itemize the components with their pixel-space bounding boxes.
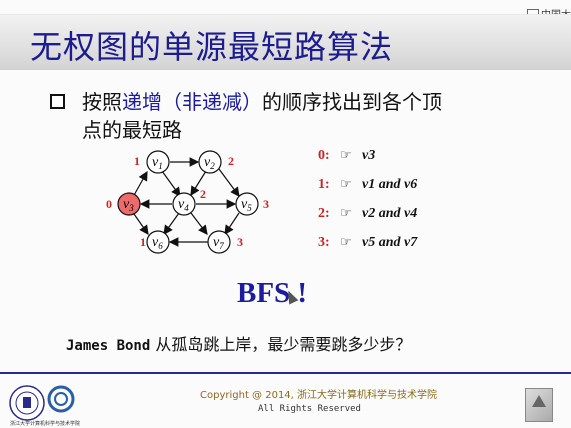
level-num: 2: <box>318 206 330 221</box>
edge-v5-v7 <box>224 212 240 235</box>
node-dist: 1 <box>134 154 140 168</box>
level-row: 1: ☞ v1 and v6 <box>318 177 417 206</box>
level-nodes: v5 and v7 <box>362 235 418 250</box>
bfs-heading: BFS ! <box>237 277 308 309</box>
edge-v3-v6 <box>133 213 149 235</box>
james-bond-question: James Bond 从孤岛跳上岸，最少需要跳多少步？ <box>66 331 411 355</box>
node-label: v3 <box>123 197 134 213</box>
copyright-text: Copyright @ 2014, 浙江大学计算机科学与技术学院 <box>200 390 438 401</box>
bullet-square-icon <box>50 94 65 109</box>
level-nodes: v2 and v4 <box>362 206 418 221</box>
node-label: v4 <box>178 197 189 213</box>
node-v1: v1 1 <box>134 150 170 174</box>
slide-title: 无权图的单源最短路算法 <box>30 28 394 66</box>
node-dist: 3 <box>263 197 269 211</box>
pointing-hand-icon: ☞ <box>340 148 352 163</box>
pointing-hand-icon: ☞ <box>340 177 352 192</box>
edge-v4-v6 <box>163 212 180 235</box>
edge-v2-v5 <box>218 168 240 197</box>
edge-v3-v1 <box>132 170 148 198</box>
node-dist: 2 <box>228 154 234 168</box>
bullet-post: 的顺序找出到各个顶 <box>262 90 442 114</box>
level-row: 2: ☞ v2 and v4 <box>318 206 417 235</box>
pointing-hand-icon: ☞ <box>340 206 352 221</box>
node-v2: v2 2 <box>198 150 234 174</box>
edge-v2-v4 <box>190 170 207 197</box>
title-band <box>0 14 571 70</box>
node-v5: v5 3 <box>235 192 269 216</box>
footer-divider <box>0 372 571 374</box>
node-label: v2 <box>204 155 215 171</box>
footer-caption: 浙江大学计算机科学与技术学院 <box>10 422 81 427</box>
node-label: v6 <box>152 235 163 251</box>
level-row: 3: ☞ v5 and v7 <box>318 235 417 264</box>
pointing-hand-icon: ☞ <box>340 235 352 250</box>
bullet-text-line2: 点的最短路 <box>82 118 182 142</box>
bullet-pre: 按照 <box>82 90 122 114</box>
james-mono: James Bond <box>66 338 151 354</box>
university-seal-icon <box>9 385 45 421</box>
page-scroll-button[interactable] <box>525 388 553 422</box>
level-row: 0: ☞ v3 <box>318 148 417 177</box>
edge-v4-v7 <box>190 212 208 235</box>
bullet-text-line1: 按照递增（非递减）的顺序找出到各个顶 <box>82 86 442 115</box>
edge-v1-v4 <box>161 170 181 197</box>
node-v6: v6 1 <box>140 230 170 254</box>
node-label: v7 <box>213 235 224 251</box>
node-label: v5 <box>241 197 252 213</box>
level-num: 1: <box>318 177 330 192</box>
node-dist: 2 <box>200 187 206 201</box>
level-num: 3: <box>318 235 330 250</box>
node-label: v1 <box>152 155 163 171</box>
node-dist: 0 <box>106 197 112 211</box>
node-v7: v7 3 <box>207 230 243 254</box>
node-v4: v4 2 <box>172 187 206 216</box>
rights-text: All Rights Reserved <box>258 404 361 414</box>
node-dist: 1 <box>140 235 146 249</box>
bullet-highlight: 递增（非递减） <box>122 90 262 114</box>
graph-diagram: v1 1 v2 2 v3 0 v4 2 v5 3 <box>106 150 269 254</box>
level-num: 0: <box>318 148 330 163</box>
level-nodes: v1 and v6 <box>362 177 418 192</box>
level-nodes: v3 <box>362 148 376 163</box>
bfs-levels: 0: ☞ v3 1: ☞ v1 and v6 2: ☞ v2 and v4 3: ☞ v5 an… <box>318 148 417 264</box>
college-logo-icon <box>47 385 75 413</box>
james-cn: 从孤岛跳上岸，最少需要跳多少步？ <box>150 335 412 354</box>
node-v3: v3 0 <box>106 192 141 216</box>
node-dist: 3 <box>237 235 243 249</box>
